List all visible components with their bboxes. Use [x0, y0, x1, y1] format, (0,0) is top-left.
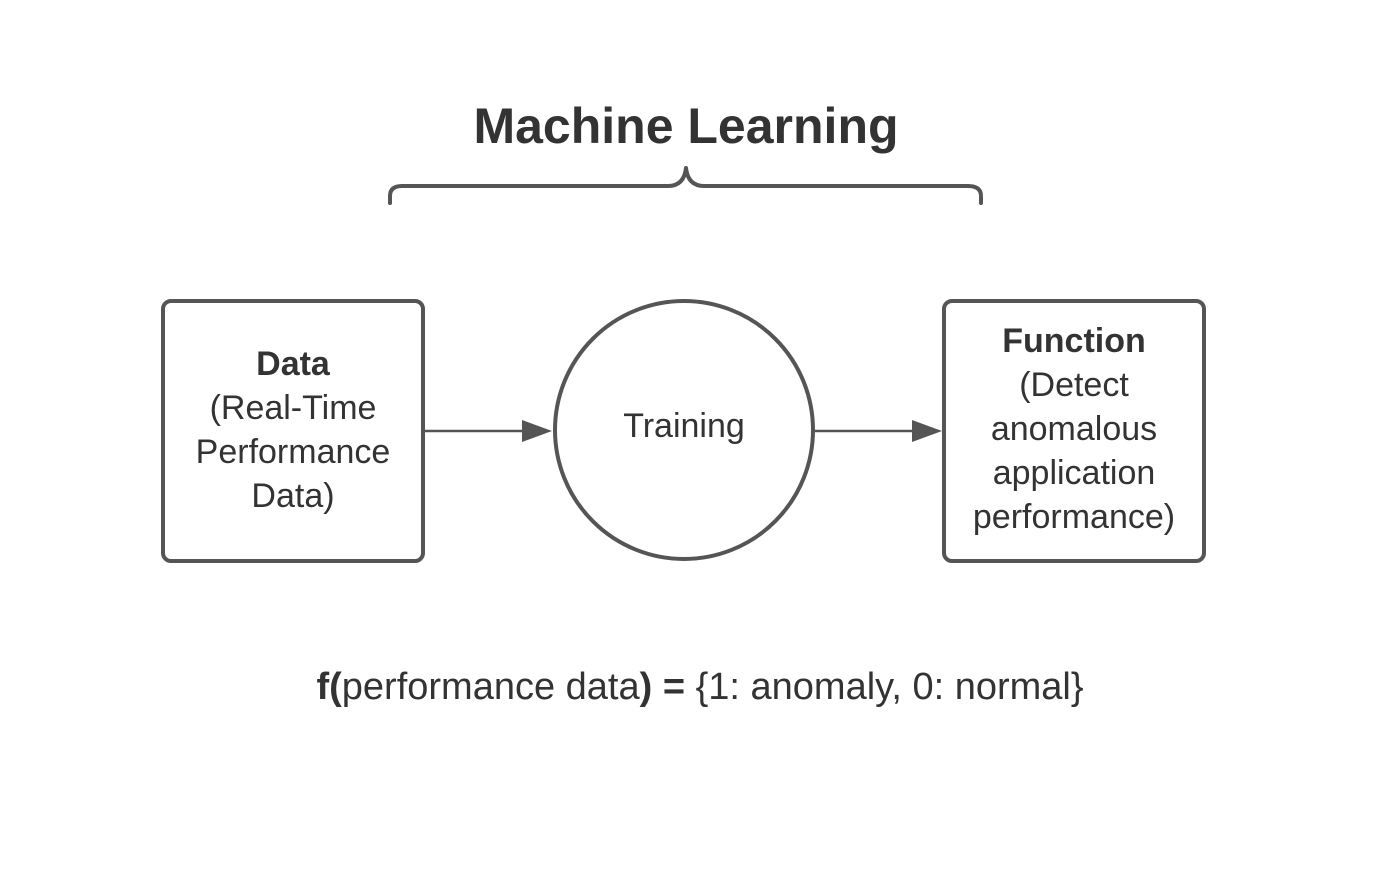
- scope-brace: [388, 166, 983, 205]
- data-node-label: Data (Real-Time Performance Data): [163, 342, 423, 518]
- arrow-training-to-function: [815, 420, 942, 442]
- data-box: [161, 299, 425, 563]
- data-node-heading: Data: [256, 345, 330, 383]
- data-node-line: Data): [251, 477, 335, 515]
- formula-result: {1: anomaly, 0: normal}: [685, 666, 1084, 708]
- function-node-line: application: [992, 454, 1156, 492]
- formula-argument: performance data: [341, 666, 640, 708]
- data-node-line: Performance: [195, 433, 391, 471]
- function-node-line: (Detect: [1019, 366, 1129, 404]
- formula-equals: ) =: [639, 666, 686, 708]
- training-circle: [553, 299, 815, 561]
- training-node-label: Training: [623, 407, 745, 445]
- diagram-title: Machine Learning: [473, 98, 899, 154]
- formula-function-name: f(: [316, 666, 342, 708]
- arrow-data-to-training: [425, 420, 552, 442]
- function-node-label: Function (Detect anomalous application p…: [944, 319, 1204, 539]
- function-formula: f(performance data) = {1: anomaly, 0: no…: [0, 664, 1400, 710]
- data-node-line: (Real-Time: [209, 389, 377, 427]
- function-box: [942, 299, 1206, 563]
- function-node-line: performance): [972, 498, 1176, 536]
- function-node-line: anomalous: [990, 410, 1158, 448]
- function-node-heading: Function: [1002, 322, 1146, 360]
